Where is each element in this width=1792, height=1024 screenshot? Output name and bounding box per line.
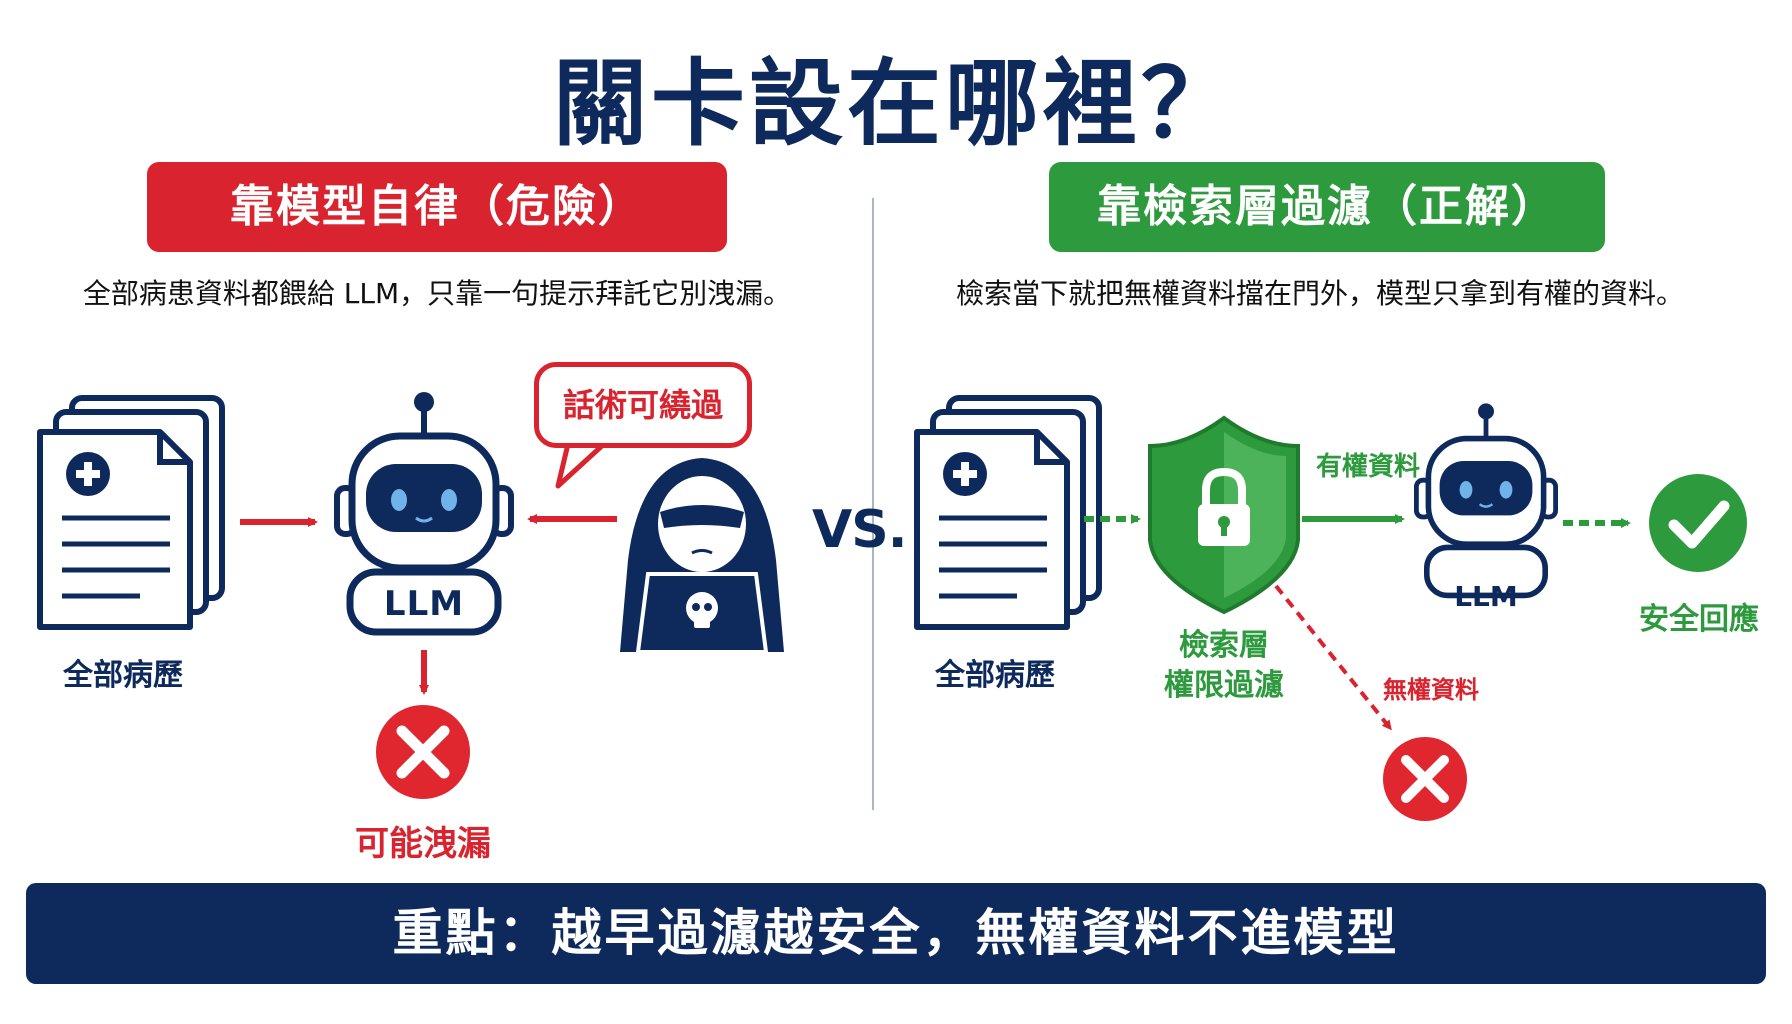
- robot-icon: [334, 392, 514, 636]
- left-records-label: 全部病歷: [63, 658, 183, 693]
- left-description: 全部病患資料都餵給 LLM，只靠一句提示拜託它別洩漏。: [82, 277, 792, 310]
- arrow-shield-to-blocked: [1274, 584, 1392, 731]
- left-banner: 靠模型自律（危險）: [147, 162, 727, 252]
- shield-label-line2: 權限過濾: [1164, 668, 1284, 703]
- left-outcome-label: 可能洩漏: [355, 824, 491, 864]
- right-llm-label: LLM: [1454, 580, 1518, 613]
- unauthorized-label: 無權資料: [1383, 676, 1479, 704]
- vs-label: VS.: [812, 500, 907, 560]
- skull-icon: [686, 592, 718, 628]
- footer-banner: 重點：越早過濾越安全，無權資料不進模型: [26, 883, 1766, 984]
- document-stack-icon: [37, 395, 225, 630]
- check-circle-icon: [1649, 474, 1747, 572]
- speech-bubble: 話術可繞過: [534, 362, 752, 448]
- x-circle-icon: [376, 705, 470, 799]
- center-divider: [872, 198, 874, 810]
- right-banner: 靠檢索層過濾（正解）: [1049, 162, 1605, 252]
- x-circle-icon: [1383, 737, 1467, 821]
- shield-label-line1: 檢索層: [1179, 628, 1269, 663]
- right-records-label: 全部病歷: [935, 658, 1055, 693]
- right-description: 檢索當下就把無權資料擋在門外，模型只拿到有權的資料。: [955, 277, 1684, 310]
- robot-icon: [1414, 403, 1559, 599]
- hacker-icon: [620, 458, 784, 654]
- page-title: 關卡設在哪裡？: [552, 50, 1239, 159]
- shield-lock-icon: [1148, 415, 1300, 615]
- right-outcome-label: 安全回應: [1639, 602, 1759, 637]
- bubble-tail: [555, 441, 607, 489]
- authorized-label: 有權資料: [1315, 452, 1420, 482]
- left-llm-label: LLM: [383, 584, 465, 624]
- document-stack-icon: [914, 395, 1102, 630]
